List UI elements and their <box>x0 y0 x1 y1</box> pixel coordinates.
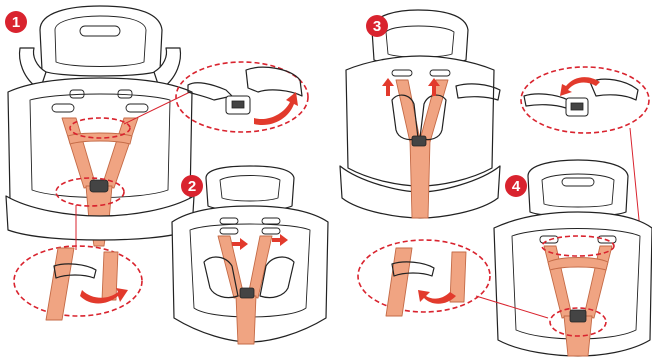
step-badge-1: 1 <box>5 11 27 33</box>
step-number: 2 <box>188 178 196 195</box>
curved-arrow-icon <box>254 92 298 125</box>
step-1-detail-top <box>176 62 308 132</box>
step-number: 4 <box>512 178 521 195</box>
buckle-icon <box>240 288 254 298</box>
buckle-icon <box>90 180 108 192</box>
step-number: 1 <box>12 14 20 31</box>
step-badge-4: 4 <box>505 175 527 197</box>
step-1-panel <box>6 6 194 250</box>
curved-arrow-icon <box>560 77 600 96</box>
detail-circle-4 <box>358 240 490 312</box>
seat-headrest <box>40 6 162 76</box>
step-badge-3: 3 <box>366 15 388 37</box>
step-number: 3 <box>373 18 381 35</box>
step-3-panel <box>340 10 500 218</box>
buckle-icon <box>570 310 586 322</box>
detail-circle-1b <box>14 246 142 316</box>
buckle-icon <box>412 136 426 146</box>
step-1-detail-bottom <box>14 246 142 320</box>
step-badge-2: 2 <box>181 175 203 197</box>
